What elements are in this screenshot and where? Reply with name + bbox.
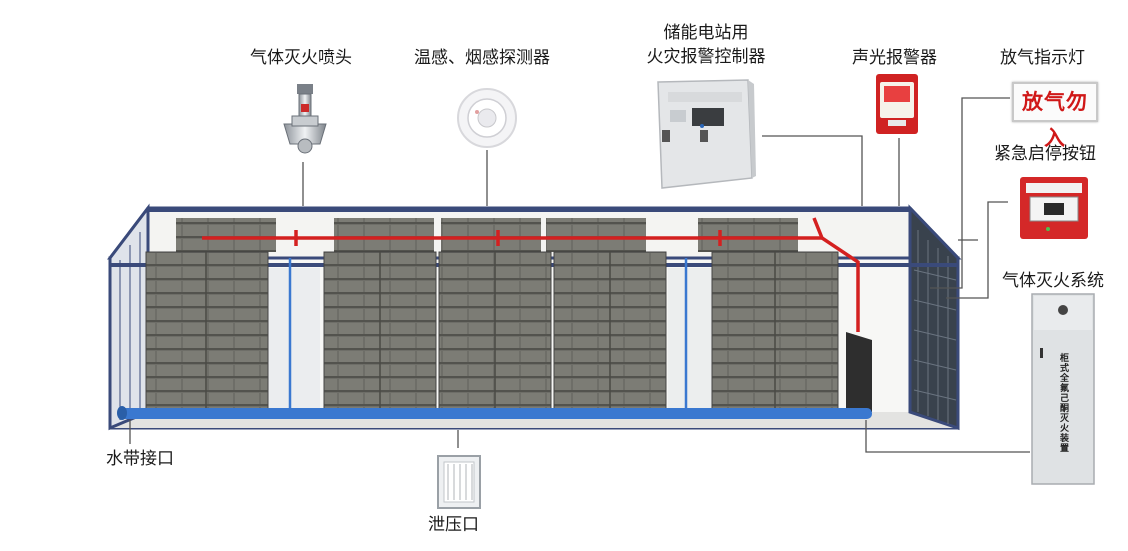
red-gas-pipe [202, 217, 860, 332]
label-alarm: 声光报警器 [852, 48, 937, 68]
blue-pipes [288, 258, 688, 410]
label-gas-system: 气体灭火系统 [1002, 271, 1104, 291]
release-sign: 放气勿入 [1012, 82, 1098, 150]
cabinet-vertical-text: 柜式全氟己酮灭火装置 [1058, 353, 1068, 453]
battery-racks-back [176, 218, 798, 252]
leader-lines [129, 97, 1030, 453]
strobe-siren-icon [876, 74, 918, 134]
battery-racks-front [145, 251, 839, 413]
label-emergency-button: 紧急启停按钮 [994, 144, 1096, 164]
label-controller-line2: 火灾报警控制器 [646, 47, 766, 67]
smoke-detector-icon [457, 88, 517, 148]
vent-grille-icon [437, 455, 481, 509]
pcs-cabinet [668, 268, 716, 413]
nozzle-icon [283, 84, 327, 154]
emergency-button-box [1020, 177, 1088, 239]
label-release-light: 放气指示灯 [1000, 48, 1085, 68]
label-hose-port: 水带接口 [106, 449, 174, 469]
hose-pipe [117, 406, 872, 420]
label-pressure-relief: 泄压口 [428, 515, 479, 535]
label-controller-line1: 储能电站用 [663, 23, 749, 43]
release-sign-text: 放气勿入 [1022, 89, 1088, 150]
label-detector: 温感、烟感探测器 [414, 48, 550, 68]
fire-suppression-cabinet-inside [846, 332, 872, 412]
gas-cabinet [1031, 293, 1095, 485]
label-nozzle: 气体灭火喷头 [250, 48, 352, 68]
alarm-controller-panel [657, 79, 756, 189]
pcs-cabinet-left [268, 268, 320, 413]
